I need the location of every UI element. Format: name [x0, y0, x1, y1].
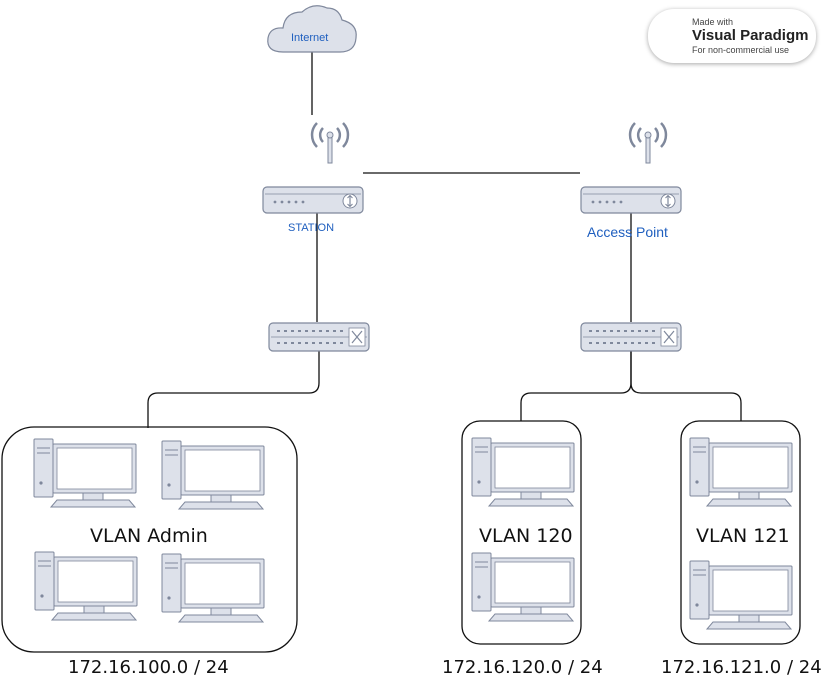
- links: [147, 51, 742, 428]
- admin-switch: [268, 322, 370, 352]
- computer-admin-4: [161, 553, 265, 623]
- computer-admin-1: [33, 438, 137, 508]
- computer-admin-2: [161, 440, 265, 510]
- internet-label: Internet: [291, 32, 329, 44]
- vlan-admin-label: VLAN Admin: [90, 525, 208, 547]
- vlan-121-subnet: 172.16.121.0 / 24: [661, 657, 822, 678]
- computer-admin-3: [34, 551, 138, 621]
- access-point-label: Access Point: [587, 224, 668, 240]
- watermark-line2: Visual Paradigm: [692, 27, 809, 44]
- internet-cloud: [267, 5, 357, 53]
- watermark-badge[interactable]: Made with Visual Paradigm For non-commer…: [648, 9, 816, 63]
- watermark-line3: For non-commercial use: [692, 45, 790, 55]
- computer-121-1: [689, 437, 793, 507]
- link-switch-vlan-121: [630, 350, 742, 421]
- vlan-switch: [580, 322, 682, 352]
- vlan-admin-subnet: 172.16.100.0 / 24: [68, 657, 229, 678]
- link-switch-vlan-admin: [147, 350, 320, 428]
- vlan-121-container: [680, 420, 801, 645]
- computer-120-1: [471, 437, 575, 507]
- vlan-120-container: [461, 420, 582, 645]
- watermark-line1: Made with: [692, 17, 734, 27]
- vlan-120-label: VLAN 120: [479, 525, 573, 547]
- vlan-120-subnet: 172.16.120.0 / 24: [442, 657, 603, 678]
- computer-121-2: [689, 560, 793, 630]
- station-router: [262, 121, 364, 214]
- access-point-router: [580, 121, 682, 214]
- vlan-121-label: VLAN 121: [696, 525, 790, 547]
- vlan-admin-container: [1, 426, 298, 653]
- station-label: STATION: [288, 222, 335, 234]
- computer-120-2: [471, 552, 575, 622]
- link-switch-vlan-120: [520, 350, 632, 421]
